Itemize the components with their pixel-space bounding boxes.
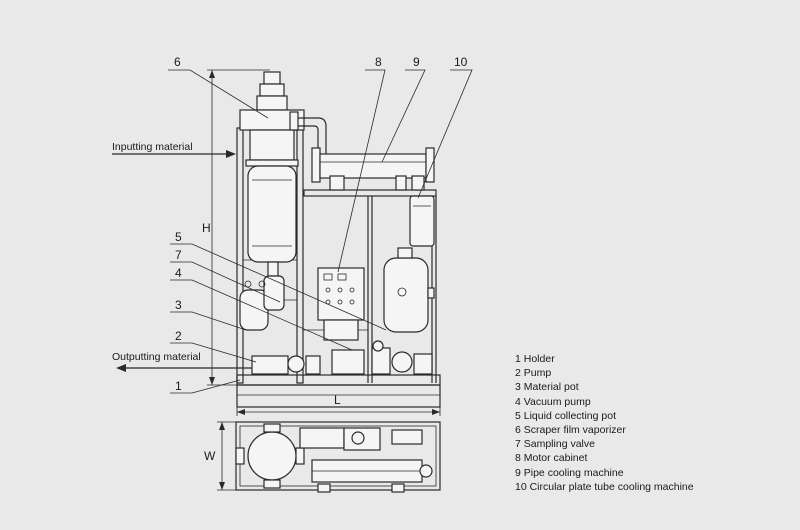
- circular-plate-tube-cooler: [409, 195, 435, 247]
- top-view: [235, 421, 441, 493]
- motor-cabinet: [317, 267, 365, 341]
- inputting-arrow: [112, 150, 236, 158]
- pipe-cooling-machine: [311, 147, 435, 191]
- pumps: [251, 340, 433, 375]
- callout-3: 3: [175, 298, 182, 312]
- callout-2: 2: [175, 329, 182, 343]
- vapor-pipe: [289, 111, 330, 167]
- legend-item: 1 Holder: [515, 353, 555, 365]
- legend-item: 5 Liquid collecting pot: [515, 409, 616, 422]
- dimension-h: [207, 69, 270, 386]
- outputting-label: Outputting material: [112, 351, 201, 363]
- legend-item: 2 Pump: [515, 367, 552, 380]
- legend-item: 3 Material pot: [515, 381, 579, 394]
- dimension-h-label: H: [202, 221, 211, 235]
- dimension-l-label: L: [334, 393, 341, 407]
- legend-item: 9 Pipe cooling machine: [515, 466, 624, 479]
- legend-item: 4 Vacuum pump: [515, 395, 591, 408]
- callout-7: 7: [175, 248, 182, 262]
- inputting-label: Inputting material: [112, 141, 193, 153]
- legend-item: 8 Motor cabinet: [515, 452, 588, 465]
- legend-list: 1 Holder 2 Pump 3 Material pot 4 Vacuum …: [515, 352, 694, 494]
- legend-item: 7 Sampling valve: [515, 438, 595, 451]
- callout-4: 4: [175, 266, 182, 280]
- dimension-w-label: W: [204, 449, 216, 463]
- legend-item: 10 Circular plate tube cooling machine: [515, 480, 694, 493]
- outputting-arrow: [116, 364, 252, 372]
- scraper-film-vaporizer: [239, 71, 305, 277]
- material-pot: [239, 275, 285, 331]
- callout-8: 8: [375, 55, 382, 69]
- dimension-w: [217, 421, 236, 491]
- callout-5: 5: [175, 230, 182, 244]
- vacuum-tank: [383, 247, 435, 333]
- leader-lines: [168, 69, 473, 394]
- legend-item: 6 Scraper film vaporizer: [515, 424, 626, 437]
- callout-9: 9: [413, 55, 420, 69]
- callout-numbers: 6 8 9 10 5 7 4 3 2 1: [174, 55, 468, 393]
- callout-6: 6: [174, 55, 181, 69]
- callout-1: 1: [175, 379, 182, 393]
- dimension-l: [236, 407, 441, 416]
- callout-10: 10: [454, 55, 468, 69]
